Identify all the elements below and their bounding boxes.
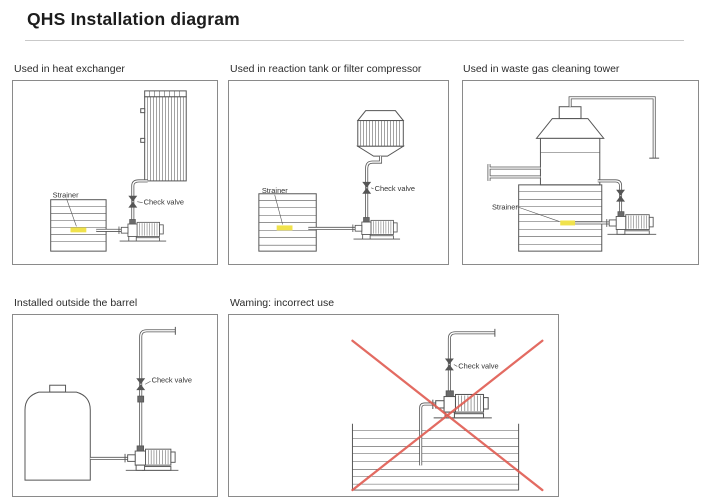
cleaning-tower-illustration — [535, 106, 605, 186]
check-valve-label: Check valve — [375, 184, 415, 193]
inlet-pipes — [487, 164, 541, 181]
strainer-highlight — [276, 225, 293, 231]
strainer-leader-line — [274, 194, 283, 225]
caption-reaction-tank: Used in reaction tank or filter compress… — [230, 63, 422, 75]
strainer-highlight — [70, 227, 87, 233]
page-title: QHS Installation diagram — [27, 9, 240, 29]
check-valve-label: Check valve — [144, 198, 184, 207]
panel-outside-barrel: Check valve — [12, 314, 218, 497]
panel-heat-exchanger: Strainer Check valve — [12, 80, 218, 265]
discharge-pipe — [365, 156, 383, 219]
caption-heat-exchanger: Used in heat exchanger — [14, 63, 125, 75]
check-valve-icon — [362, 181, 372, 194]
strainer-label: Strainer — [492, 203, 518, 212]
caption-outside-barrel: Installed outside the barrel — [14, 297, 138, 309]
outside-barrel-diagram: Check valve — [24, 326, 192, 481]
discharge-pipe — [131, 179, 148, 221]
heat-exchanger-illustration — [140, 90, 187, 182]
panel-reaction-tank: Strainer Check valve — [228, 80, 449, 265]
check-valve-leader-line — [453, 364, 458, 367]
discharge-pipe — [447, 328, 496, 392]
discharge-pipe — [597, 179, 623, 212]
pump-illustration — [124, 445, 179, 471]
title-divider — [25, 40, 684, 41]
strainer-label: Strainer — [53, 191, 79, 200]
tank-illustration — [518, 184, 603, 252]
strainer-leader-line — [66, 198, 77, 227]
tank-illustration — [50, 199, 107, 252]
exhaust-duct-pipe — [568, 96, 660, 159]
check-valve-leader-line — [137, 201, 143, 203]
barrel-illustration — [24, 384, 91, 481]
strainer-highlight — [560, 220, 576, 226]
check-valve-icon — [136, 378, 146, 391]
check-valve-leader-line — [371, 187, 374, 190]
waste-gas-tower-diagram: Strainer — [487, 96, 660, 252]
discharge-pipe — [139, 326, 176, 447]
heat-exchanger-diagram: Strainer Check valve — [50, 90, 187, 252]
pump-illustration — [118, 219, 167, 242]
check-valve-icon — [444, 358, 454, 371]
caption-waste-gas-tower: Used in waste gas cleaning tower — [463, 63, 620, 75]
error-cross-icon — [351, 339, 544, 492]
caption-incorrect-use: Waming: incorrect use — [230, 297, 335, 309]
incorrect-use-diagram: Check valve — [351, 328, 544, 492]
panel-waste-gas-tower: Strainer — [462, 80, 699, 265]
strainer-leader-line — [516, 206, 560, 222]
pump-illustration — [606, 211, 657, 235]
check-valve-leader-line — [145, 381, 151, 385]
filter-compressor-illustration — [356, 110, 406, 157]
check-valve-label: Check valve — [152, 375, 192, 384]
suction-pipe — [419, 402, 438, 466]
reaction-tank-diagram: Strainer Check valve — [258, 110, 415, 252]
tank-illustration — [258, 193, 317, 252]
tank-illustration — [351, 423, 520, 491]
panel-incorrect-use: Check valve — [228, 314, 559, 497]
pump-illustration — [352, 217, 401, 240]
check-valve-label: Check valve — [458, 361, 498, 370]
pipe-fitting — [137, 395, 145, 403]
strainer-label: Strainer — [262, 186, 288, 195]
